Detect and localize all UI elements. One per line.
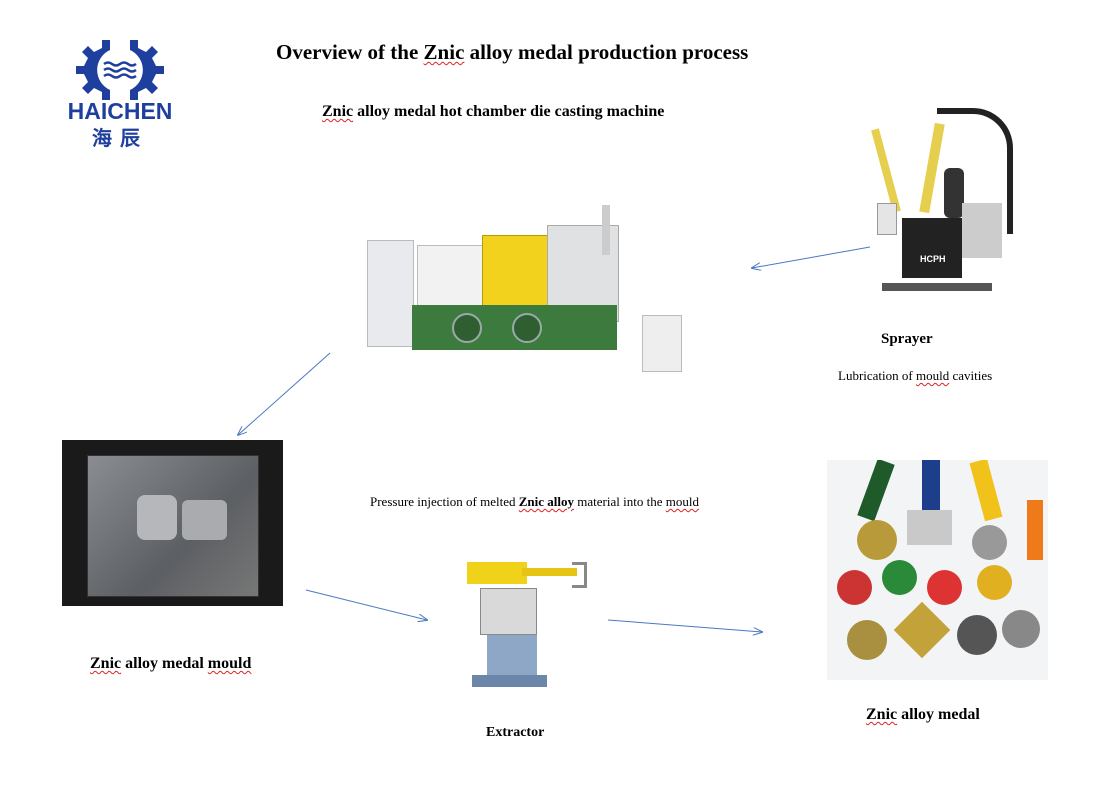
- arrow-machine-to-mould: [238, 352, 331, 435]
- page-title: Overview of the Znic alloy medal product…: [276, 40, 749, 64]
- extractor-label: Extractor: [486, 725, 545, 740]
- mould-image: [62, 440, 283, 606]
- machine-label: Znic alloy medal hot chamber die casting…: [322, 103, 665, 120]
- medals-image: [827, 460, 1048, 680]
- haichen-logo: HAICHEN 海辰: [58, 36, 182, 150]
- sprayer-image: HCPH: [871, 108, 1013, 294]
- logo-brand: HAICHEN: [67, 98, 173, 124]
- extractor-image: [462, 550, 592, 692]
- die-casting-machine-image: [362, 205, 692, 385]
- sprayer-label: Sprayer: [881, 331, 933, 347]
- medal-label: Znic alloy medal: [866, 706, 980, 723]
- injection-description: Pressure injection of melted Znic alloy …: [370, 494, 699, 509]
- gear-logo-icon: [76, 40, 164, 100]
- arrow-sprayer-to-machine: [752, 246, 871, 268]
- arrow-mould-to-extractor: [305, 589, 427, 620]
- sprayer-panel-text: HCPH: [920, 254, 946, 264]
- arrow-extractor-to-medal: [607, 619, 762, 632]
- mould-label: Znic alloy medal mould: [90, 655, 252, 672]
- logo-chinese: 海辰: [92, 126, 148, 150]
- sprayer-description: Lubrication of mould cavities: [838, 368, 993, 383]
